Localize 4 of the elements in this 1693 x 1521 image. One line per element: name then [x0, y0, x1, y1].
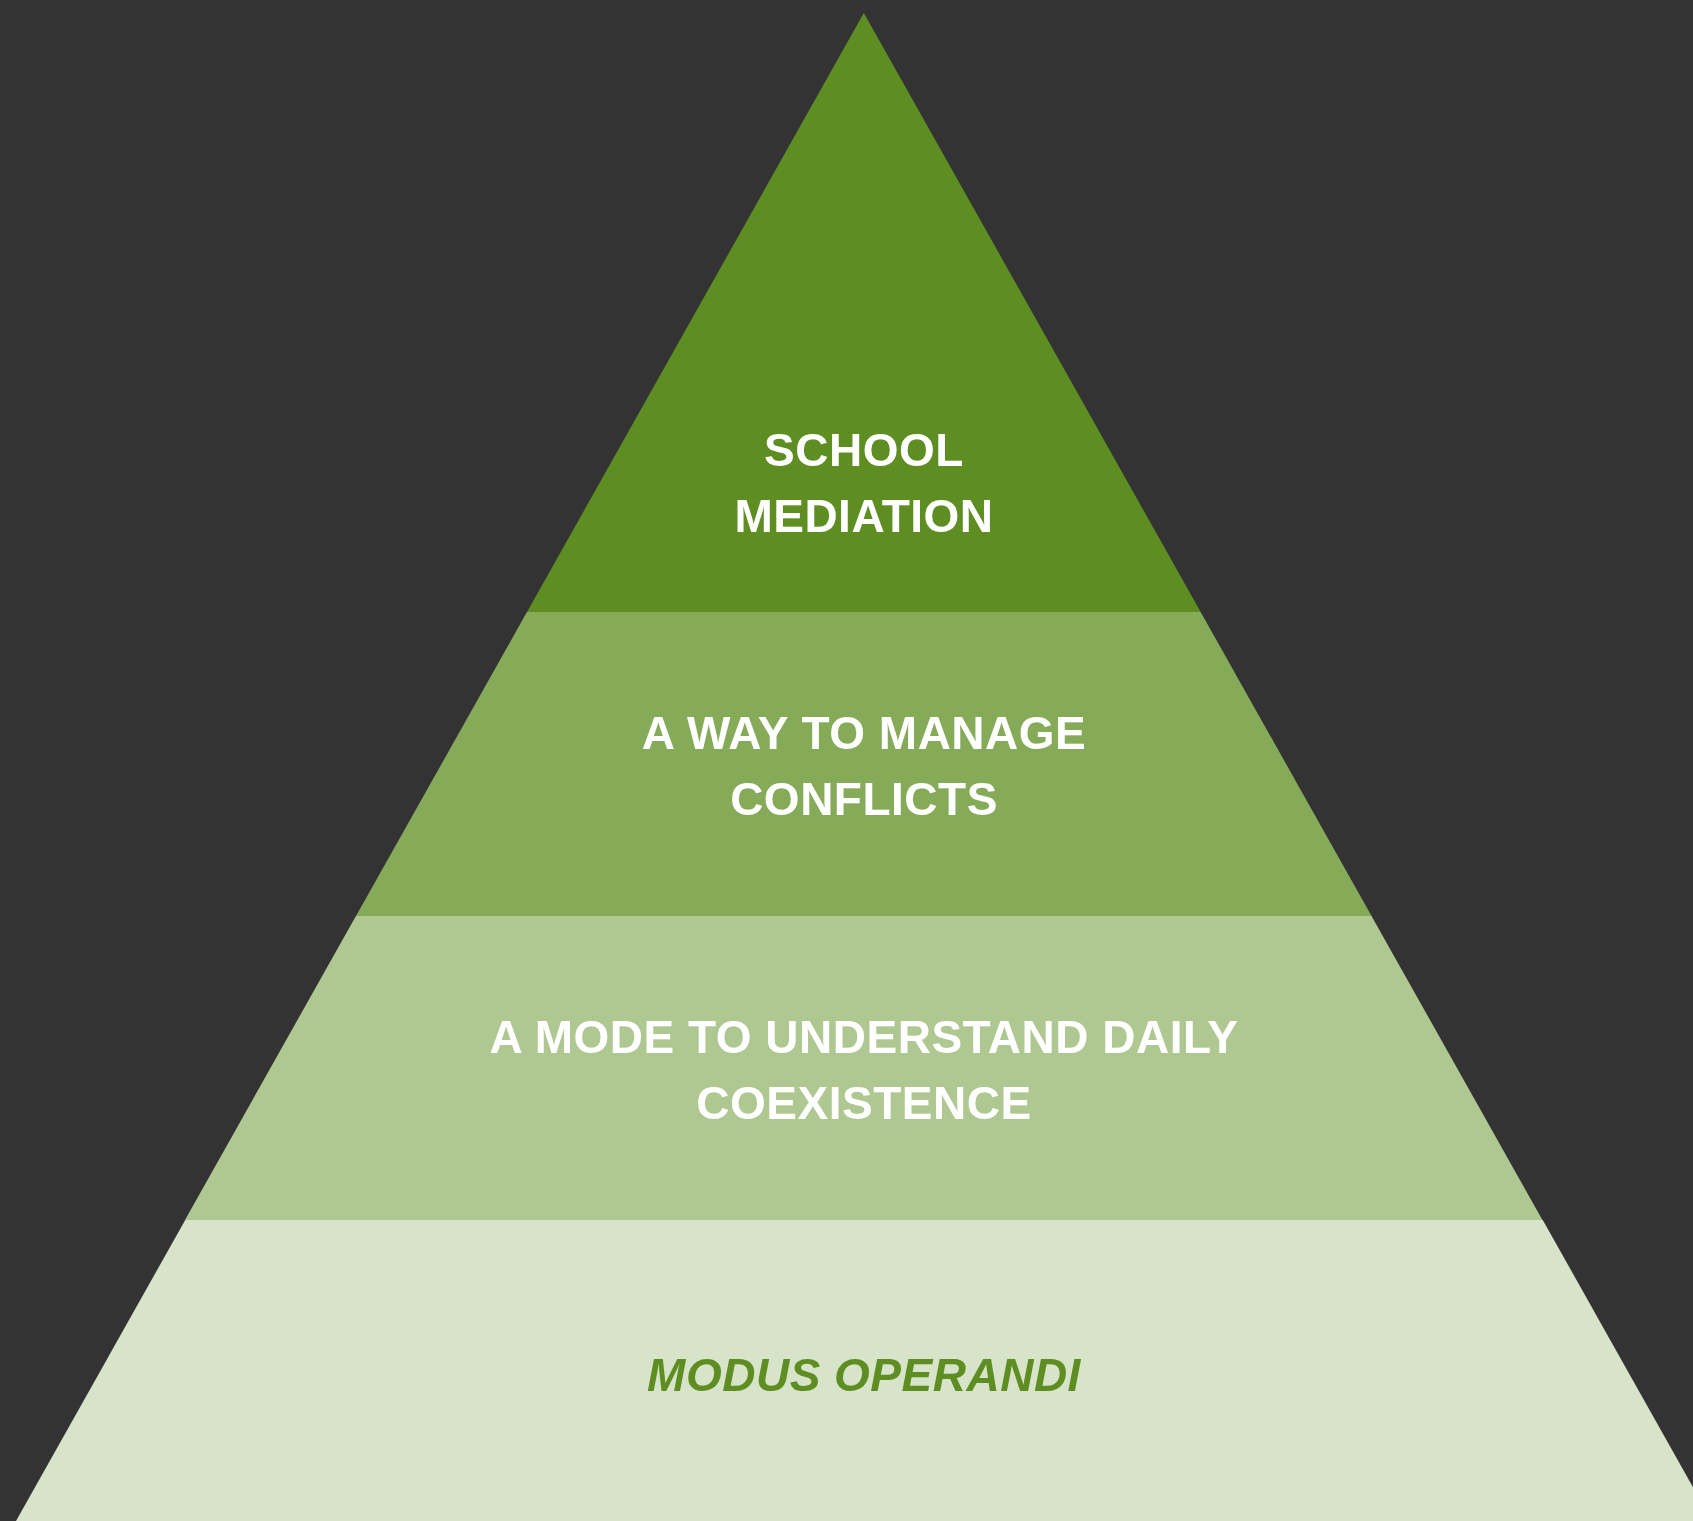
tier-label: A MODE TO UNDERSTAND DAILY COEXISTENCE — [488, 1010, 1240, 1131]
tier-label: MODUS OPERANDI — [646, 1348, 1082, 1403]
tier-label: A WAY TO MANAGE CONFLICTS — [640, 706, 1088, 827]
tier-label: SCHOOL MEDIATION — [733, 423, 995, 544]
